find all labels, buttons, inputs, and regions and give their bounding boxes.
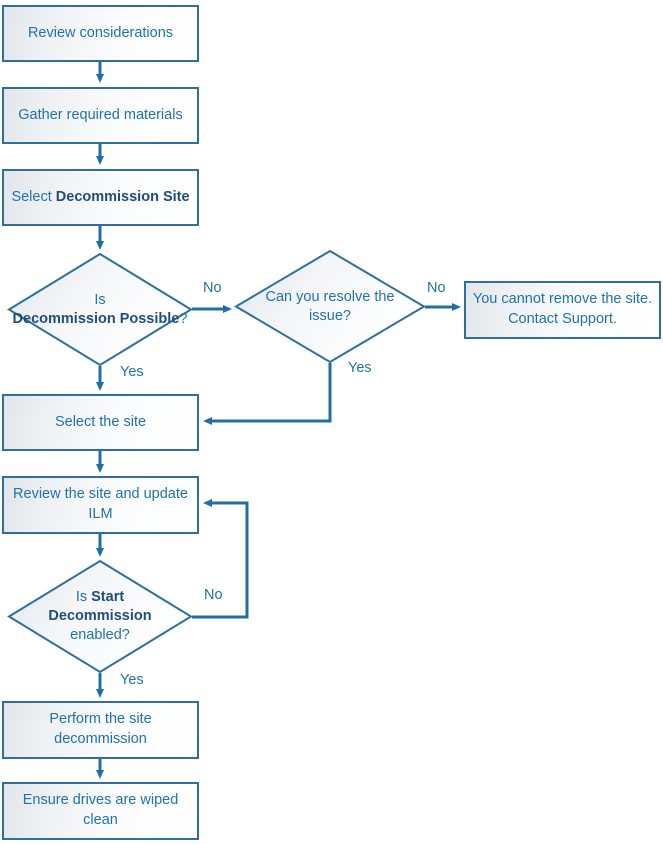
- node-is-decommission-possible: Is Decommission Possible?: [7, 252, 193, 367]
- node-label: Ensure drives are wiped clean: [22, 792, 179, 828]
- node-select-decommission-site: Select Decommission Site: [2, 169, 199, 226]
- edge-label-yes-2: Yes: [348, 360, 372, 376]
- node-label-prefix: Select: [11, 188, 56, 205]
- node-is-start-decommission-enabled: Is Start Decommission enabled?: [7, 559, 193, 674]
- node-gather-required-materials: Gather required materials: [2, 87, 199, 144]
- node-perform-site-decommission: Perform the site decommission: [2, 701, 199, 759]
- node-cannot-remove-site: You cannot remove the site. Contact Supp…: [464, 281, 661, 339]
- node-can-you-resolve-the-issue: Can you resolve the issue?: [234, 249, 426, 364]
- edge-label-no-2: No: [427, 280, 446, 296]
- edge-label-yes-1: Yes: [120, 364, 144, 380]
- diamond-shape: [234, 249, 426, 364]
- node-label: Select the site: [54, 413, 147, 430]
- diamond-shape: [7, 559, 193, 674]
- edge-label-no-1: No: [203, 280, 222, 296]
- node-label: Review considerations: [27, 24, 174, 41]
- node-label-bold: Decommission Site: [55, 188, 190, 205]
- node-label: You cannot remove the site. Contact Supp…: [472, 291, 653, 327]
- node-label: Review the site and update ILM: [13, 486, 188, 522]
- node-label: Select Decommission Site: [11, 188, 189, 208]
- diamond-shape: [7, 252, 193, 367]
- node-ensure-drives-wiped-clean: Ensure drives are wiped clean: [2, 782, 199, 840]
- node-review-site-update-ilm: Review the site and update ILM: [2, 476, 199, 534]
- edge-decision2-yes-to-select-site: [203, 363, 332, 425]
- node-select-the-site: Select the site: [2, 394, 199, 451]
- node-label: Perform the site decommission: [49, 711, 152, 747]
- edge-label-no-3: No: [204, 587, 223, 603]
- edge-label-yes-3: Yes: [120, 672, 144, 688]
- node-label: Gather required materials: [18, 106, 183, 123]
- node-review-considerations: Review considerations: [2, 5, 199, 62]
- edge-decision3-no-to-review-ilm: [192, 499, 249, 619]
